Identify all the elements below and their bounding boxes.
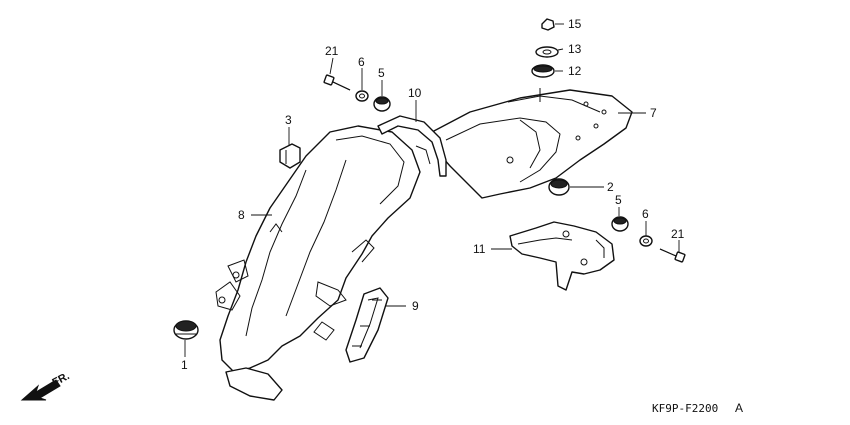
- washer-part: [535, 46, 559, 58]
- callout-21: 21: [325, 44, 339, 58]
- callout-7: 7: [650, 106, 657, 120]
- callout-3: 3: [285, 113, 292, 127]
- callout-10: 10: [408, 86, 422, 100]
- front-label: FR.: [50, 370, 71, 389]
- cushion-part: [173, 320, 199, 340]
- callout-6-lower: 6: [642, 207, 649, 221]
- nut-part: [531, 64, 555, 78]
- bolt-part: [323, 74, 351, 91]
- rear-fender-part: [215, 125, 421, 401]
- callout-11: 11: [473, 242, 486, 256]
- callout-1: 1: [181, 358, 188, 372]
- cap-nut-part: [541, 18, 555, 31]
- rear-panel-part: [431, 88, 633, 199]
- collar-part: [355, 90, 369, 102]
- front-arrow-icon: [20, 379, 61, 401]
- mount-plate-part: [345, 287, 389, 363]
- clip-part: [279, 143, 301, 169]
- bolt-part-2: [659, 248, 686, 263]
- callout-9: 9: [412, 299, 419, 313]
- cushion-part-2: [548, 178, 570, 196]
- callout-13: 13: [568, 42, 582, 56]
- callout-5: 5: [378, 66, 385, 80]
- callout-15: 15: [568, 17, 582, 31]
- band-part: [377, 115, 447, 177]
- leader-lines: [184, 23, 680, 357]
- collar-part-2: [639, 235, 653, 247]
- callout-6: 6: [358, 55, 365, 69]
- diagram-code: KF9P-F2200: [652, 402, 718, 415]
- rubber-part-2: [611, 216, 629, 232]
- callout-12: 12: [568, 64, 582, 78]
- callout-21-lower: 21: [671, 227, 685, 241]
- callout-2: 2: [607, 180, 614, 194]
- diagram-suffix: A: [735, 401, 743, 415]
- callout-5-lower: 5: [615, 193, 622, 207]
- bracket-part: [509, 221, 615, 291]
- rubber-part: [373, 96, 391, 112]
- callout-8: 8: [238, 208, 245, 222]
